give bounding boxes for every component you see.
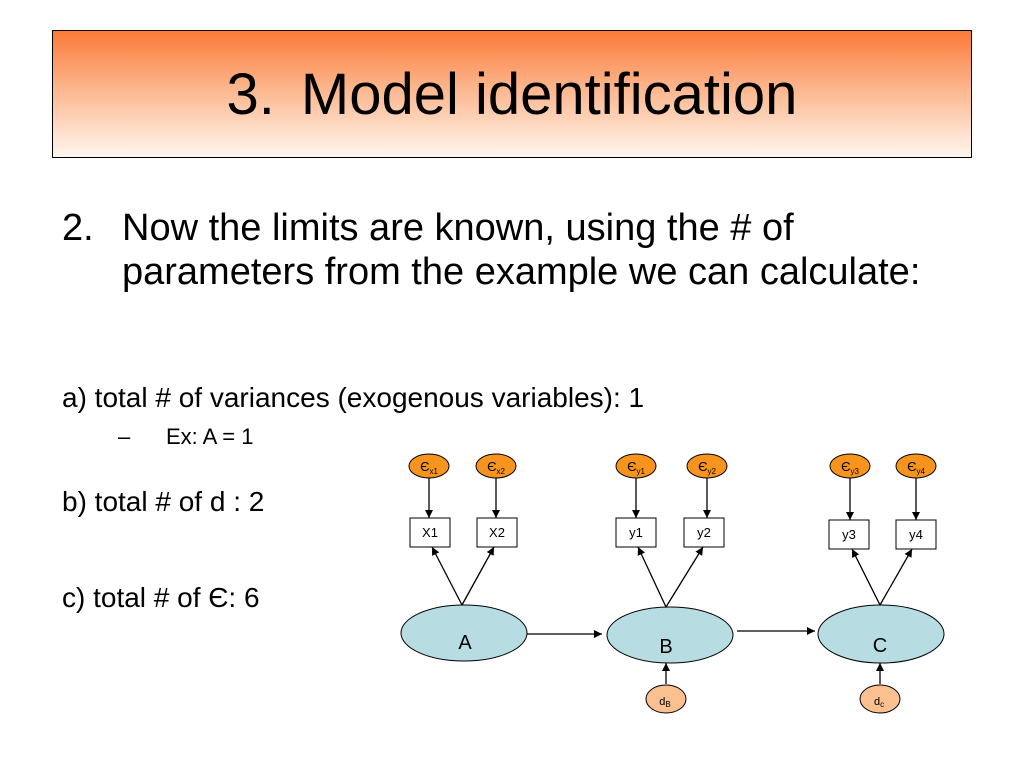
title-text: Model identification xyxy=(300,61,798,127)
error-sub: y1 xyxy=(636,467,645,476)
line-a: a) total # of variances (exogenous varia… xyxy=(62,382,645,413)
indicator-label: y1 xyxy=(629,525,643,540)
disturbance-sub: c xyxy=(880,700,884,709)
error-sub: x2 xyxy=(496,467,505,476)
structural-arrows xyxy=(527,627,884,684)
indicator-x1: X1 xyxy=(409,517,451,548)
indicator-y2: y2 xyxy=(683,517,725,548)
arrow-c-y4 xyxy=(879,548,913,606)
svg-text:Єy3: Єy3 xyxy=(841,459,859,476)
arrow-c-y3 xyxy=(851,548,881,606)
item-marker: 2. xyxy=(62,207,94,249)
latent-a: A xyxy=(400,604,528,662)
error-terms: Єx1 Єx2 Єy1 Єy2 Єy3 Єy4 xyxy=(408,453,937,479)
error-symbol: Є xyxy=(698,459,707,474)
latent-label: A xyxy=(458,632,472,654)
slide-title: 3. Model identification xyxy=(227,61,798,128)
item-text: Now the limits are known, using the # of… xyxy=(122,207,921,293)
indicator-label: X2 xyxy=(489,525,505,540)
indicator-y1: y1 xyxy=(615,517,657,548)
indicators: X1 X2 y1 y2 y3 y4 xyxy=(409,517,937,550)
line-c: c) total # of Є: 6 xyxy=(62,582,260,613)
arrow-b-y2 xyxy=(665,546,704,608)
error-symbol: Є xyxy=(627,459,636,474)
error-ey3: Єy3 xyxy=(829,453,871,479)
svg-text:Єy1: Єy1 xyxy=(627,459,645,476)
arrow-b-y1 xyxy=(637,546,667,608)
title-number: 3. xyxy=(226,61,275,127)
error-ey1: Єy1 xyxy=(615,453,657,479)
latent-variables: A B C xyxy=(400,604,945,664)
error-symbol: Є xyxy=(907,459,916,474)
error-sub: y4 xyxy=(916,467,925,476)
indicator-label: y4 xyxy=(909,527,923,542)
latent-c: C xyxy=(817,604,945,664)
sub-dash: – xyxy=(118,424,131,449)
indicator-y3: y3 xyxy=(828,519,870,550)
loading-arrows xyxy=(431,546,913,608)
error-symbol: Є xyxy=(841,459,850,474)
error-arrows xyxy=(425,477,920,520)
disturbances: dB dc xyxy=(645,684,901,714)
svg-text:dB: dB xyxy=(659,696,670,709)
latent-label: C xyxy=(873,635,887,657)
error-sub: y3 xyxy=(850,467,859,476)
disturbance-dc: dc xyxy=(859,684,901,714)
latent-label: B xyxy=(659,636,672,658)
error-sub: x1 xyxy=(429,467,438,476)
disturbance-sub: B xyxy=(665,700,670,709)
error-sub: y2 xyxy=(707,467,716,476)
svg-text:Єy4: Єy4 xyxy=(907,459,925,476)
arrow-a-x1 xyxy=(431,546,463,606)
indicator-label: y3 xyxy=(842,527,856,542)
indicator-label: y2 xyxy=(697,525,711,540)
disturbance-base: d xyxy=(874,696,880,708)
line-b: b) total # of d : 2 xyxy=(62,486,265,517)
error-symbol: Є xyxy=(487,459,496,474)
disturbance-db: dB xyxy=(645,684,687,714)
indicator-y4: y4 xyxy=(895,519,937,550)
title-box: 3. Model identification xyxy=(52,30,972,158)
error-ex1: Єx1 xyxy=(408,453,450,479)
error-ey4: Єy4 xyxy=(895,453,937,479)
indicator-x2: X2 xyxy=(476,517,518,548)
numbered-item-2: 2. Now the limits are known, using the #… xyxy=(62,206,942,294)
disturbance-base: d xyxy=(659,696,665,708)
svg-text:Єx2: Єx2 xyxy=(487,459,505,476)
error-symbol: Є xyxy=(420,459,429,474)
error-ex2: Єx2 xyxy=(475,453,517,479)
svg-text:dc: dc xyxy=(874,696,884,709)
arrow-a-x2 xyxy=(461,546,495,606)
error-ey2: Єy2 xyxy=(686,453,728,479)
indicator-label: X1 xyxy=(422,525,438,540)
svg-text:Єy2: Єy2 xyxy=(698,459,716,476)
sub-a: Ex: A = 1 xyxy=(166,424,254,449)
latent-b: B xyxy=(606,606,734,664)
svg-text:Єx1: Єx1 xyxy=(420,459,438,476)
